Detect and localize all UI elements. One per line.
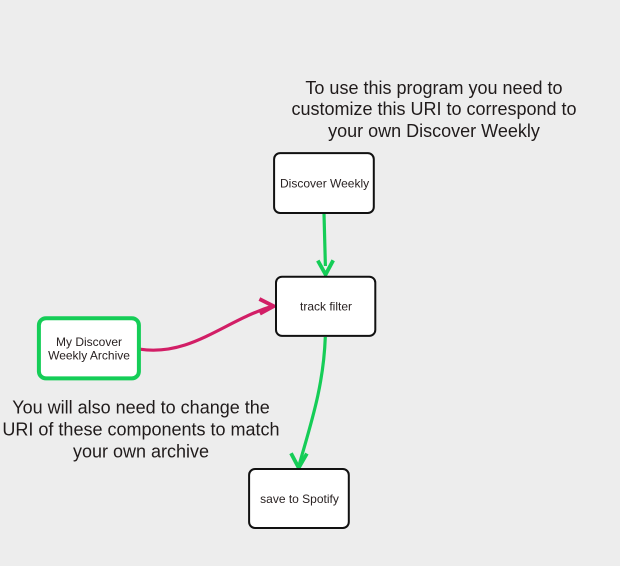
svg-text:Discover Weekly: Discover Weekly: [280, 177, 369, 191]
svg-text:You will also need to change t: You will also need to change the: [12, 397, 270, 417]
svg-text:customize this URI to correspo: customize this URI to correspond to: [291, 99, 576, 119]
svg-text:your own Discover Weekly: your own Discover Weekly: [328, 121, 540, 141]
svg-text:your own archive: your own archive: [73, 441, 209, 461]
svg-text:URI of these components to mat: URI of these components to match: [2, 419, 279, 439]
svg-text:My Discover: My Discover: [56, 335, 122, 349]
svg-text:Weekly Archive: Weekly Archive: [48, 349, 130, 363]
svg-text:track filter: track filter: [300, 300, 352, 314]
svg-text:To use this program you need t: To use this program you need to: [305, 78, 562, 98]
svg-text:save to Spotify: save to Spotify: [260, 492, 339, 506]
